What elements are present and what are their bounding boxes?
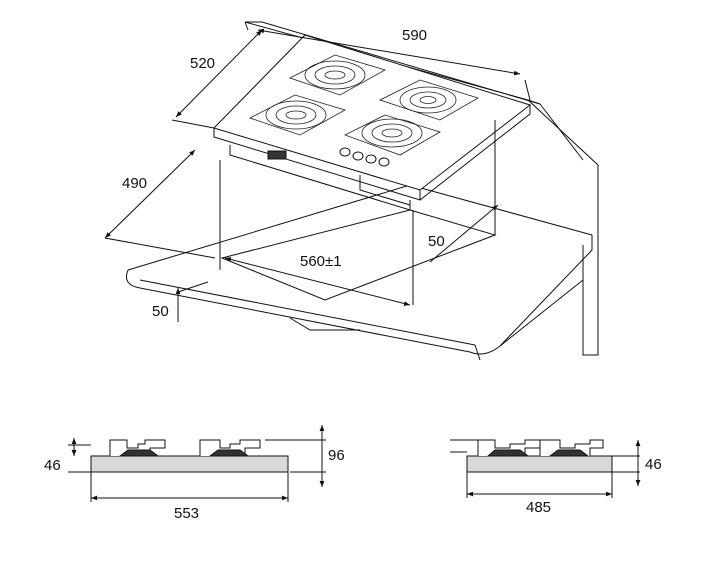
- dim-label-46-side: 46: [645, 456, 662, 473]
- gas-inlet-connector: [267, 150, 287, 160]
- burner-front-left: [248, 94, 347, 136]
- dim-label-46-front: 46: [44, 457, 61, 474]
- dimension-50-front: 50: [152, 281, 209, 322]
- hob-side-view: 46 485: [450, 439, 662, 516]
- dim-label-590: 590: [402, 27, 427, 44]
- dim-label-553: 553: [174, 505, 199, 522]
- burner-front-right: [343, 114, 441, 156]
- dimension-520: 520: [171, 29, 263, 129]
- dim-label-520: 520: [190, 55, 215, 72]
- hob-glass-side: [466, 455, 613, 473]
- dimension-490: 490: [104, 149, 216, 259]
- dimension-590: 590: [244, 21, 531, 101]
- hob-front-view: 46 96 553: [44, 425, 345, 522]
- dim-label-560: 560±1: [300, 253, 342, 270]
- dim-label-50-front: 50: [152, 303, 169, 320]
- dim-label-50-rear: 50: [428, 233, 445, 250]
- burner-rear-right: [378, 79, 479, 121]
- dim-label-96: 96: [328, 447, 345, 464]
- dimension-50-rear: 50: [428, 120, 499, 263]
- worktop-cabinet: [126, 21, 599, 361]
- dim-label-485: 485: [526, 499, 551, 516]
- hob-glass-front: [90, 455, 289, 473]
- control-knobs: [339, 147, 390, 167]
- hob-top-view: [213, 34, 532, 211]
- dim-label-490: 490: [122, 175, 147, 192]
- dimension-560: 560±1: [219, 160, 414, 306]
